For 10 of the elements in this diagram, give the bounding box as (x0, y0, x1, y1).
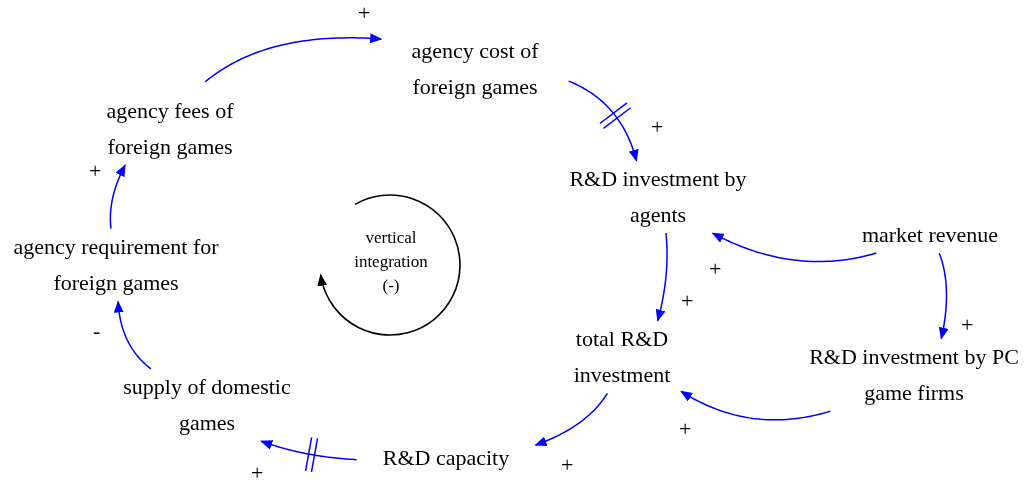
variable-label: R&D investment by agents (568, 165, 748, 229)
loop-label: vertical integration (-) (353, 227, 429, 297)
variable-label: supply of domestic games (122, 373, 292, 437)
variable-label: agency cost of foreign games (410, 37, 540, 101)
variable-label: agency requirement for foreign games (12, 233, 220, 297)
variable-label: R&D investment by PC game firms (808, 343, 1020, 407)
variable-label: market revenue (860, 221, 1000, 249)
variable-label: R&D capacity (381, 444, 511, 472)
variable-label: agency fees of foreign games (105, 97, 235, 161)
variable-label: total R&D investment (572, 325, 672, 389)
